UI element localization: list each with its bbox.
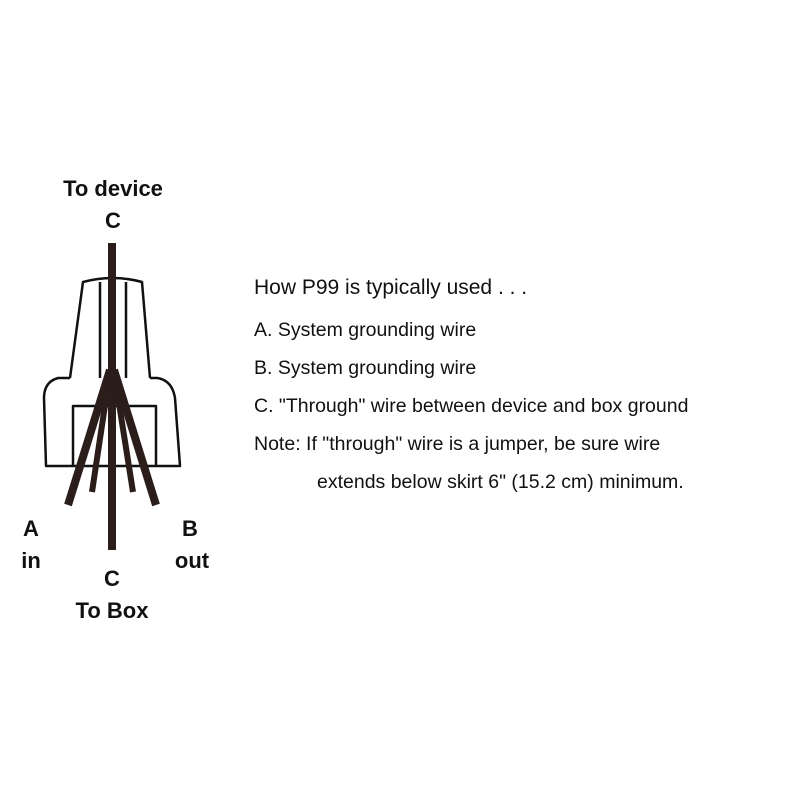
label-out: out <box>174 548 210 573</box>
label-b: B <box>182 516 198 541</box>
legend-item-c: C. "Through" wire between device and box… <box>254 395 689 417</box>
legend-title: How P99 is typically used . . . <box>254 276 528 299</box>
usage-legend: How P99 is typically used . . . A. Syste… <box>254 276 784 508</box>
wires <box>64 243 160 550</box>
legend-item-a: A. System grounding wire <box>254 319 477 341</box>
label-to-box: To Box <box>75 598 149 623</box>
label-a: A <box>23 516 39 541</box>
label-to-device: To device <box>63 176 163 201</box>
connector-cap-inner <box>98 282 128 378</box>
legend-note: Note: If "through" wire is a jumper, be … <box>254 433 661 455</box>
label-in: in <box>21 548 41 573</box>
wire-b-out <box>110 368 160 507</box>
wire-inner-left <box>89 371 113 493</box>
wire-a-in <box>64 368 114 507</box>
label-c-top: C <box>105 208 121 233</box>
legend-note-continued: extends below skirt 6" (15.2 cm) minimum… <box>317 471 684 493</box>
label-c-bottom: C <box>104 566 120 591</box>
legend-item-b: B. System grounding wire <box>254 357 477 379</box>
wire-inner-right <box>111 371 136 493</box>
